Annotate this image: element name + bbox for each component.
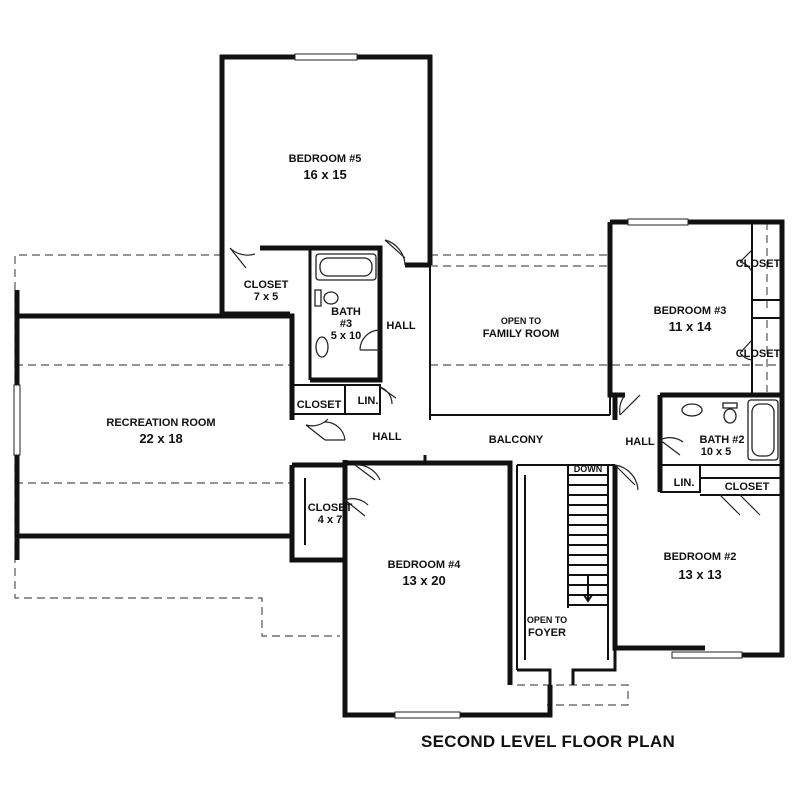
bath2-name: BATH #2 [699, 434, 744, 446]
windows [13, 53, 743, 719]
bedroom4-size: 13 x 20 [402, 573, 445, 588]
bedroom2-size: 13 x 13 [678, 567, 721, 582]
hall-right-label: HALL [625, 436, 655, 448]
closet-b4-name: CLOSET [308, 502, 353, 514]
room-labels: BEDROOM #5 16 x 15 CLOSET 7 x 5 BATH #3 … [106, 153, 780, 639]
doors [229, 239, 761, 517]
recreation-name: RECREATION ROOM [106, 417, 215, 429]
bath3-num: #3 [340, 318, 352, 330]
balcony-label: BALCONY [489, 434, 544, 446]
sink-icon [681, 403, 703, 417]
bedroom5-name: BEDROOM #5 [289, 153, 362, 165]
bedroom3-name: BEDROOM #3 [654, 305, 727, 317]
recreation-size: 22 x 18 [139, 431, 182, 446]
hall-upper-label: HALL [386, 320, 416, 332]
plan-title: SECOND LEVEL FLOOR PLAN [421, 732, 675, 751]
bedroom4-name: BEDROOM #4 [388, 559, 462, 571]
open-family-line1: OPEN TO [501, 316, 541, 326]
bath3-size: 5 x 10 [331, 330, 362, 342]
bath3-name: BATH [331, 306, 361, 318]
hall-left-label: HALL [372, 431, 402, 443]
closet-b4-size: 4 x 7 [318, 514, 342, 526]
roof-outline [14, 222, 782, 706]
bedroom3-size: 11 x 14 [669, 319, 712, 334]
closet-b5-name: CLOSET [244, 279, 289, 291]
lin-left-label: LIN. [358, 395, 379, 407]
toilet-icon [323, 291, 339, 305]
bath3-fixtures [314, 253, 377, 358]
bath2-fixtures [681, 399, 779, 461]
open-foyer-line2: FOYER [528, 627, 566, 639]
closet-b2-label: CLOSET [725, 481, 770, 493]
toilet-icon [723, 408, 737, 424]
bedroom5-size: 16 x 15 [303, 167, 346, 182]
open-family-line2: FAMILY ROOM [483, 328, 559, 340]
open-foyer-line1: OPEN TO [527, 615, 567, 625]
bath2-size: 10 x 5 [701, 446, 732, 458]
walls [14, 54, 785, 718]
bedroom2-name: BEDROOM #2 [664, 551, 737, 563]
closet-b5-size: 7 x 5 [254, 291, 278, 303]
lin-right-label: LIN. [674, 477, 695, 489]
staircase [567, 464, 609, 608]
sink-icon [315, 336, 329, 358]
closet-rec-label: CLOSET [297, 399, 342, 411]
closet-b3-lower-label: CLOSET [736, 348, 781, 360]
stair-down-label: DOWN [574, 464, 603, 474]
closet-b3-upper-label: CLOSET [736, 258, 781, 270]
